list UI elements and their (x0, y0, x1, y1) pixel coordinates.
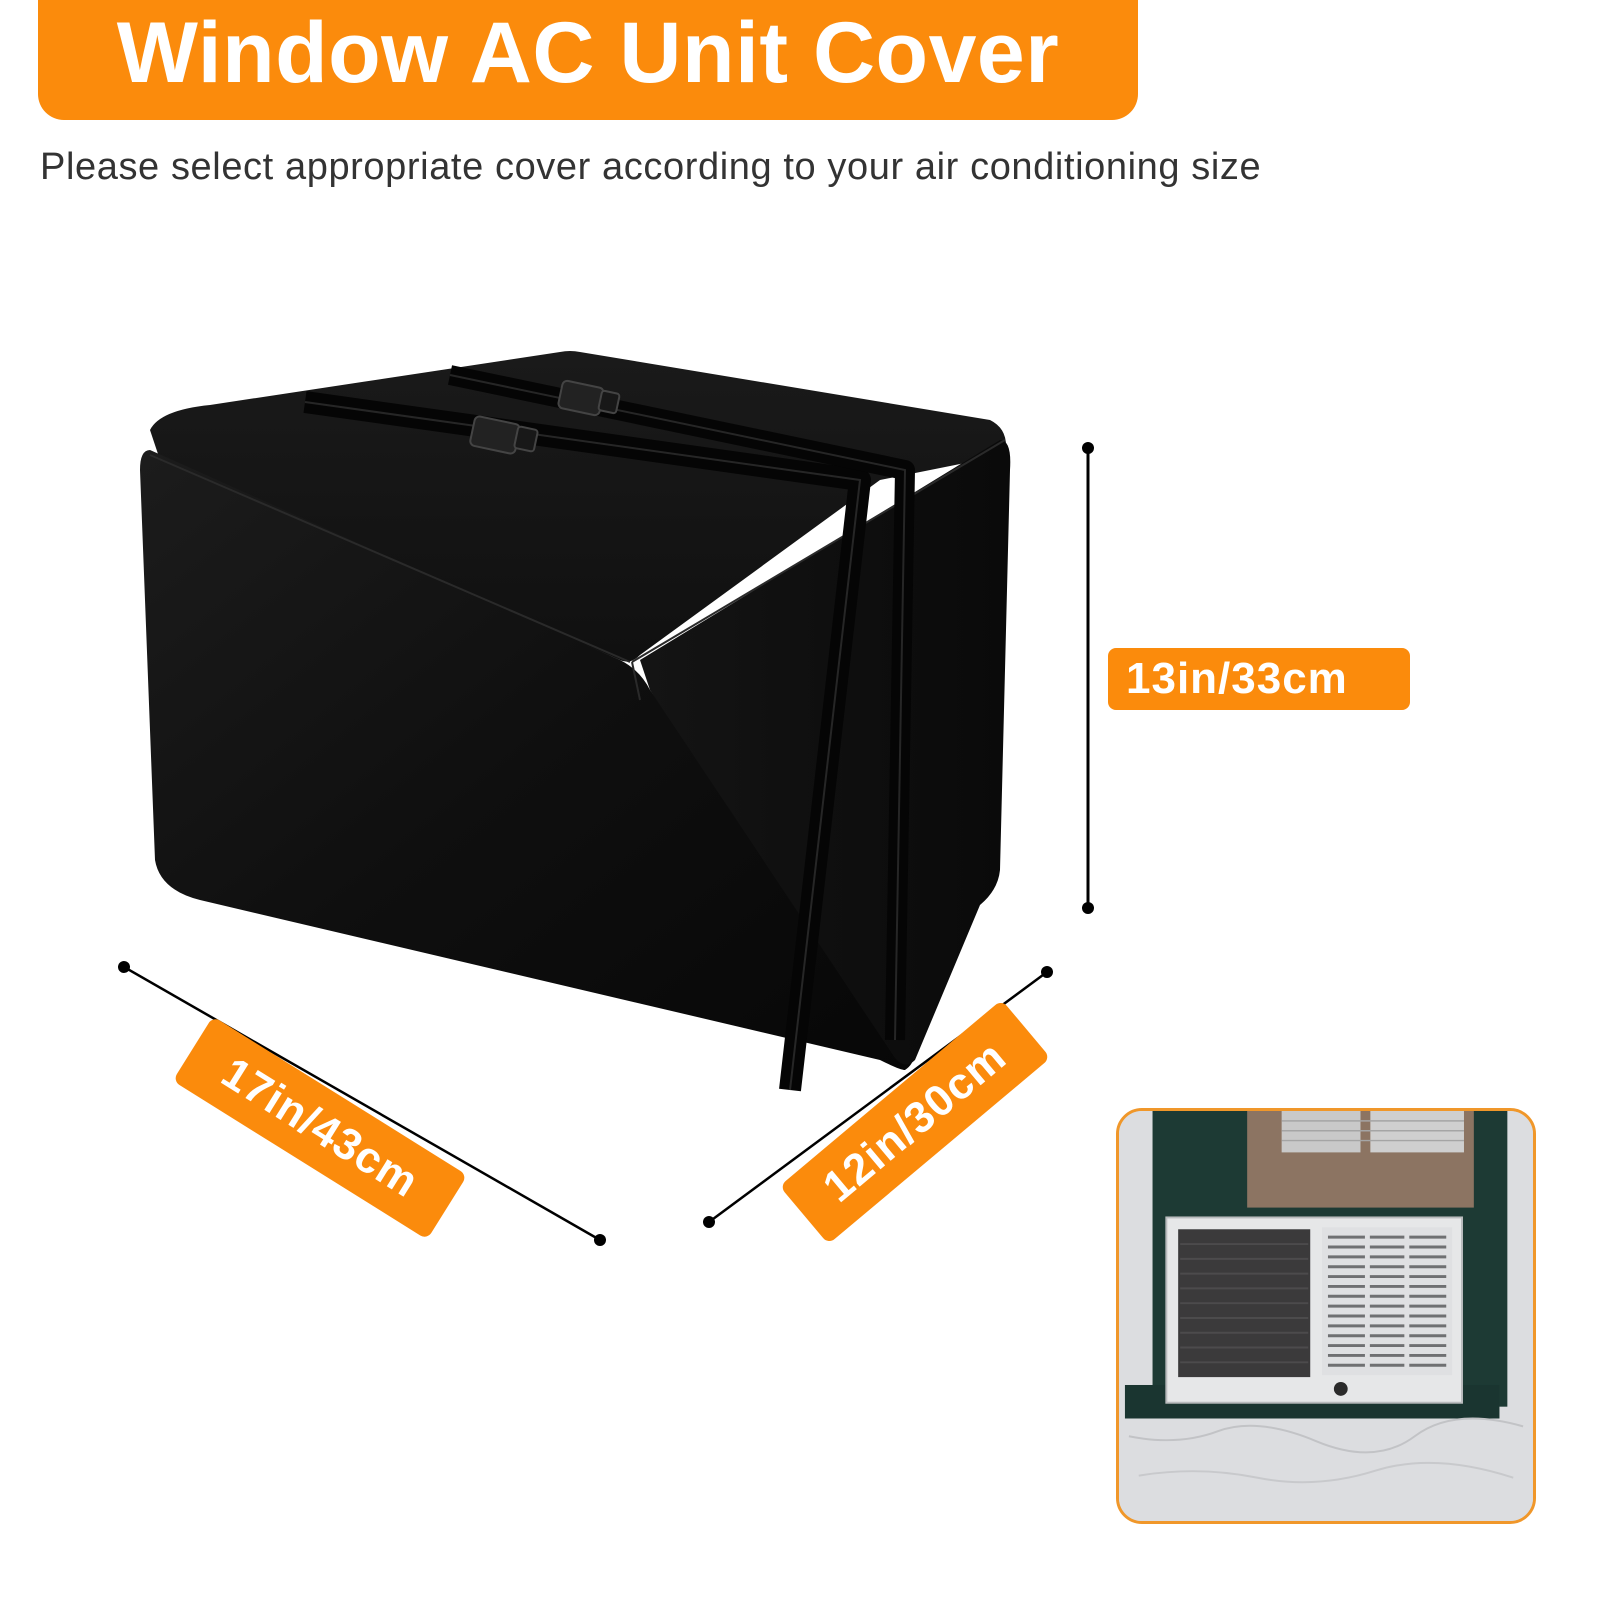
cover-top-face (150, 351, 1006, 662)
width-dimension-line (118, 961, 606, 1246)
buckle-icon (469, 415, 539, 455)
title-banner: Window AC Unit Cover (38, 0, 1138, 120)
height-label: 13in/33cm (1108, 648, 1410, 710)
height-dimension-line (1082, 442, 1094, 914)
page-title: Window AC Unit Cover (116, 5, 1060, 101)
window-ac-illustration (1119, 1111, 1533, 1521)
subtitle: Please select appropriate cover accordin… (40, 146, 1262, 188)
inset-photo (1116, 1108, 1536, 1524)
cover-front-face (140, 450, 914, 1070)
buckle-icon (557, 379, 621, 417)
